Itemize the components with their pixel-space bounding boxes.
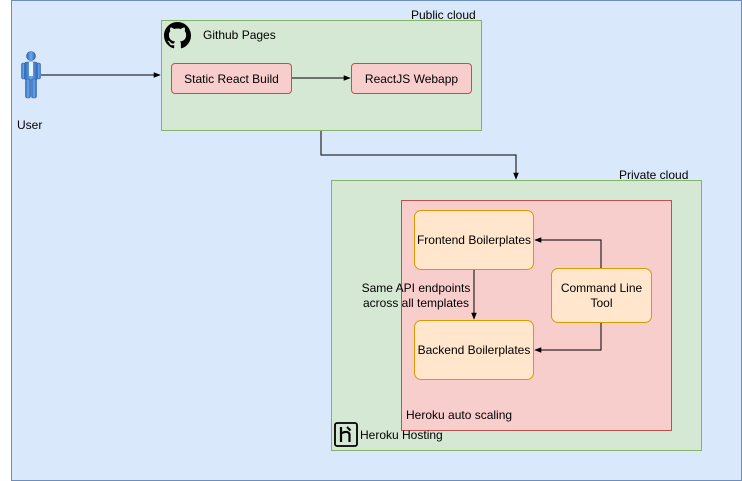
frontend-boilerplates-label: Frontend Boilerplates <box>416 232 532 247</box>
github-pages-label: Github Pages <box>203 28 276 42</box>
user-label: User <box>17 118 43 132</box>
static-react-build-label: Static React Build <box>184 71 279 86</box>
reactjs-webapp-node[interactable]: ReactJS Webapp <box>351 63 472 94</box>
frontend-boilerplates-node[interactable]: Frontend Boilerplates <box>414 210 534 270</box>
heroku-hosting-label: Heroku Hosting <box>360 428 443 442</box>
user-icon <box>21 51 41 99</box>
heroku-auto-scaling-label: Heroku auto scaling <box>406 408 513 422</box>
reactjs-webapp-label: ReactJS Webapp <box>364 71 459 86</box>
heroku-icon <box>334 422 358 447</box>
static-react-build-node[interactable]: Static React Build <box>171 63 292 94</box>
same-api-edge-label: Same API endpoints across all templates <box>361 281 471 310</box>
public-cloud-label: Public cloud <box>411 8 476 22</box>
backend-boilerplates-node[interactable]: Backend Boilerplates <box>414 320 534 380</box>
private-cloud-label: Private cloud <box>619 168 689 182</box>
backend-boilerplates-label: Backend Boilerplates <box>417 342 531 357</box>
command-line-tool-label: Command Line Tool <box>560 280 643 310</box>
github-icon <box>164 22 191 49</box>
command-line-tool-node[interactable]: Command Line Tool <box>551 268 652 323</box>
